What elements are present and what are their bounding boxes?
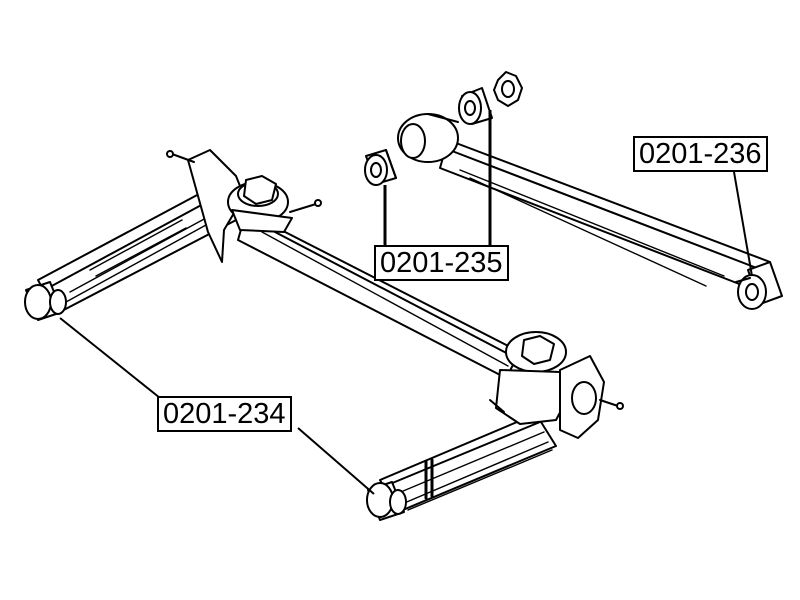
right-hub — [489, 331, 624, 439]
bushing-234-left — [24, 281, 67, 321]
bushing-234-right — [366, 481, 407, 521]
washer-nut — [493, 71, 523, 107]
part-label-0201-234: 0201-234 — [157, 396, 292, 432]
bushing-235-left — [364, 149, 397, 186]
leader-234-left — [59, 317, 161, 399]
part-label-0201-235: 0201-235 — [374, 245, 509, 281]
leader-lines — [59, 110, 753, 495]
leader-236 — [733, 171, 753, 277]
left-hub — [166, 149, 322, 263]
bushing-235-right — [458, 87, 493, 125]
axle-cross-beam — [237, 211, 521, 379]
bushing-236 — [735, 261, 783, 310]
part-label-0201-236: 0201-236 — [633, 136, 768, 172]
arm-head — [397, 113, 459, 163]
leader-234-right — [297, 427, 375, 495]
